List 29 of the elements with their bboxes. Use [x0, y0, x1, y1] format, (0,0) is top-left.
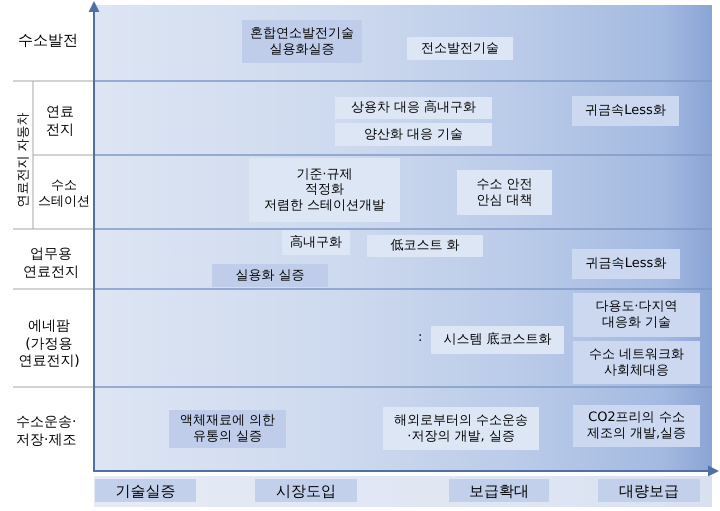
task-box: 상용차 대응 高내구화	[335, 97, 492, 119]
group-header: 연료전지 자동차	[16, 112, 32, 208]
task-box: 수소 네트워크화 사회체대응	[573, 341, 700, 384]
task-box: 귀금속Less화	[572, 249, 680, 279]
task-box: 혼합연소발전기술 실용화실증	[242, 20, 362, 63]
colon-text: :	[418, 330, 422, 346]
task-box: 高내구화	[282, 230, 350, 255]
stage-box: 대량보급	[598, 479, 700, 502]
row-header: 수소운송· 저장·제조	[16, 414, 78, 449]
task-box: 수소 안전 안심 대책	[457, 170, 552, 215]
row-header: 수소발전	[17, 31, 79, 50]
task-box: 전소발전기술	[407, 37, 513, 60]
task-box: 액체재료에 의한 유통의 실증	[169, 410, 286, 448]
row-header: 수소 스테이션	[37, 178, 91, 210]
stage-box: 기술실증	[95, 479, 196, 502]
task-box: 低코스트 화	[367, 235, 483, 257]
task-box: 시스템 底코스트화	[431, 326, 564, 354]
stage-box: 보급확대	[449, 479, 549, 502]
task-box: 양산화 대응 기술	[335, 123, 492, 146]
task-box: 다용도·다지역 대응화 기술	[573, 293, 700, 337]
task-box: CO2프리의 수소 제조의 개발,실증	[573, 405, 700, 447]
task-box: 실용화 실증	[212, 264, 328, 287]
task-box: 기준·규제 적정화 저렴한 스테이션개발	[249, 158, 400, 222]
row-header: 에네팜 (가정용 연료전지)	[17, 318, 81, 370]
row-header: 연료 전지	[45, 104, 75, 139]
task-box: 귀금속Less화	[572, 96, 679, 126]
task-box: 해외로부터의 수소운송 ·저장의 개발, 실증	[383, 407, 539, 450]
stage-box: 시장도입	[255, 479, 357, 502]
row-header: 업무용 연료전지	[22, 246, 80, 281]
